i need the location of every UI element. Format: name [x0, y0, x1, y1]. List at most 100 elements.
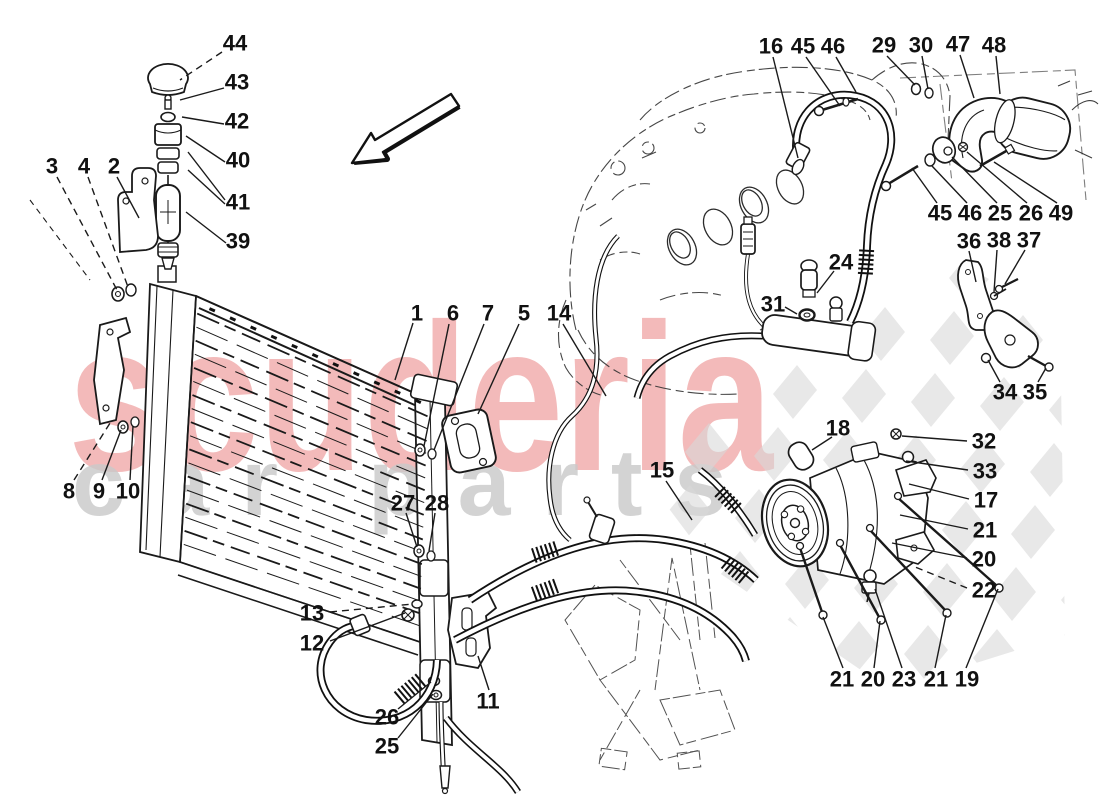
condenser-top-rail-ticks	[208, 307, 422, 404]
leader-line	[116, 176, 140, 219]
checker-diamond	[766, 617, 810, 671]
checker-diamond	[973, 629, 1017, 683]
part-number-text: 19	[955, 667, 979, 692]
manifold-assembly-drawing	[740, 216, 877, 362]
part-number-text: 34	[993, 380, 1018, 405]
leader-line	[951, 156, 998, 204]
checker-diamond	[1030, 443, 1065, 497]
leader-line	[987, 359, 1001, 383]
part-number-text: 15	[650, 458, 674, 483]
leader-line	[993, 161, 1058, 204]
part-label-33-34: 33	[905, 459, 997, 484]
leader-line	[397, 693, 434, 739]
part-number-text: 20	[861, 667, 885, 692]
part-label-6-10: 6	[423, 301, 459, 447]
leader-line	[905, 460, 969, 471]
part-label-21-36: 21	[899, 514, 997, 543]
part-label-5-12: 5	[477, 301, 530, 415]
leader-line	[1037, 367, 1047, 383]
leader-line	[477, 655, 490, 691]
part-label-16-14: 16	[759, 34, 799, 159]
part-label-23-53: 23	[874, 588, 916, 692]
leader-line	[181, 116, 225, 125]
right-mid-brackets-drawing	[957, 259, 1054, 372]
part-number-text: 5	[518, 301, 530, 326]
checker-diamond	[1080, 509, 1100, 563]
part-number-text: 32	[972, 429, 996, 454]
pipe-core	[547, 235, 619, 542]
part-label-20-37: 20	[891, 542, 996, 572]
leader-line	[965, 588, 999, 669]
part-number-text: 31	[761, 292, 785, 317]
part-number-text: 14	[547, 301, 572, 326]
part-number-text: 45	[928, 201, 952, 226]
part-number-text: 29	[872, 33, 896, 58]
part-label-9-42: 9	[93, 429, 122, 504]
part-number-text: 25	[375, 734, 399, 759]
part-number-text: 16	[759, 34, 783, 59]
checker-diamond	[773, 365, 817, 419]
checker-diamond	[678, 675, 722, 690]
checker-diamond	[1018, 253, 1062, 307]
leader-line	[179, 87, 225, 101]
checker-diamond	[911, 373, 955, 427]
leader-line	[908, 483, 970, 500]
left-brackets-drawing	[29, 167, 159, 434]
pipe-core	[444, 716, 520, 794]
part-number-text: 42	[225, 109, 249, 134]
part-number-text: 2	[108, 154, 120, 179]
part-label-22-38: 22	[914, 566, 996, 603]
leader-line	[87, 176, 129, 288]
leader-line	[805, 56, 841, 107]
leader-line	[874, 588, 903, 669]
part-number-text: 44	[223, 31, 248, 56]
part-number-text: 9	[93, 479, 105, 504]
part-label-4-7: 4	[78, 154, 129, 288]
receiver-drier-drawing	[147, 62, 189, 270]
leader-line	[816, 270, 835, 294]
part-number-text: 35	[1023, 380, 1047, 405]
part-label-10-43: 10	[116, 425, 140, 504]
checker-diamond	[1042, 633, 1065, 687]
part-label-26-24: 26	[966, 151, 1043, 226]
checker-diamond	[866, 749, 910, 800]
part-label-19-55: 19	[955, 588, 999, 692]
checker-diamond	[1023, 695, 1067, 749]
leader-line	[477, 323, 520, 415]
part-label-45-21: 45	[911, 167, 952, 226]
leader-line	[428, 512, 436, 552]
leader-line	[901, 435, 968, 442]
engine-exhaust-ports	[666, 169, 805, 266]
leader-line	[914, 566, 968, 589]
leader-line	[995, 55, 1001, 95]
part-label-47-19: 47	[946, 32, 975, 99]
part-number-text: 6	[447, 301, 459, 326]
part-label-15-40: 15	[650, 458, 693, 521]
part-label-46-22: 46	[931, 165, 982, 226]
leader-line	[187, 151, 226, 201]
checker-diamond	[935, 753, 979, 800]
checker-diamond	[930, 311, 974, 365]
pipe-ribbed-sleeves	[393, 249, 875, 705]
part-label-27-44: 27	[391, 491, 418, 548]
condenser-drawing	[139, 265, 459, 747]
part-label-11-50: 11	[476, 655, 500, 714]
part-number-text: 39	[226, 229, 250, 254]
leader-line	[835, 56, 857, 93]
part-label-42-2: 42	[181, 109, 249, 134]
part-number-text: 23	[892, 667, 916, 692]
leader-line	[931, 165, 968, 204]
checker-diamond	[747, 679, 791, 690]
checker-diamond	[980, 377, 1024, 431]
part-label-25-23: 25	[951, 156, 1012, 226]
part-number-text: 17	[974, 488, 998, 513]
part-number-text: 10	[116, 479, 140, 504]
checker-diamond	[1087, 257, 1100, 311]
part-label-7-11: 7	[433, 301, 494, 451]
leader-line	[811, 436, 833, 451]
leader-line	[886, 55, 916, 86]
part-label-34-31: 34	[987, 359, 1018, 405]
part-label-29-17: 29	[872, 33, 916, 86]
